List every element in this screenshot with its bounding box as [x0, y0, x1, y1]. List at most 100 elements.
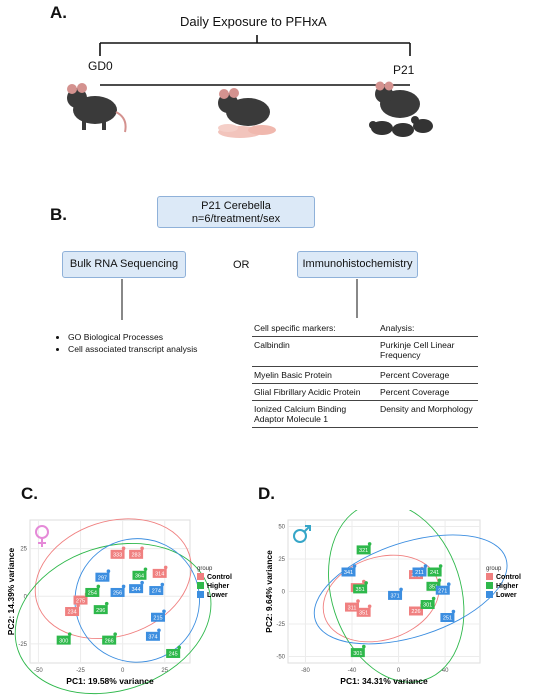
- point-label-box: [73, 595, 88, 605]
- data-point: [106, 569, 111, 573]
- point-label: 321: [359, 548, 368, 554]
- data-point: [431, 596, 436, 601]
- data-point: [143, 567, 148, 572]
- point-label: 301: [353, 651, 362, 657]
- point-label-box: [356, 607, 371, 617]
- ihc-box: Immunohistochemistry: [297, 251, 418, 278]
- point-label: 211: [415, 570, 424, 576]
- marker-table: Cell specific markers: Analysis: Calbind…: [252, 320, 478, 428]
- x-tick-label: 0: [397, 668, 401, 674]
- legend-swatch-lower: [486, 591, 493, 598]
- point-label-box: [341, 567, 356, 577]
- data-point: [76, 603, 80, 608]
- timeline-start-label: GD0: [88, 59, 113, 73]
- data-point: [399, 587, 403, 592]
- point-label: 314: [155, 572, 164, 578]
- point-label: 234: [68, 610, 77, 616]
- data-point: [163, 565, 168, 570]
- data-point: [356, 599, 360, 603]
- point-label: 301: [423, 603, 432, 609]
- point-label-box: [412, 567, 427, 577]
- point-label: 364: [135, 573, 144, 579]
- point-label-box: [145, 631, 160, 641]
- point-label-box: [93, 605, 108, 615]
- group-ellipse-lower: [74, 538, 200, 663]
- data-point: [104, 601, 109, 606]
- point-label: 351: [359, 611, 368, 617]
- marker-cell: Ionized Calcium Binding Adaptor Molecule…: [252, 400, 378, 428]
- marker-cell: Calbindin: [252, 336, 378, 367]
- x-axis-label: PC1: 34.31% variance: [340, 676, 428, 686]
- point-label: 254: [88, 591, 97, 597]
- y-tick-label: 25: [278, 557, 285, 563]
- point-label-box: [129, 584, 144, 594]
- mouse-illustration-nursing: [218, 88, 276, 138]
- point-label: 251: [443, 616, 452, 622]
- point-label: 333: [113, 553, 122, 559]
- timeline-end-label: P21: [393, 63, 415, 77]
- point-label: 266: [105, 638, 114, 644]
- data-point: [67, 632, 72, 636]
- panel-a-title: Daily Exposure to PFHxA: [180, 14, 327, 29]
- point-label-box: [350, 648, 365, 658]
- point-label: 296: [96, 608, 105, 614]
- data-point: [96, 584, 101, 589]
- point-label: 256: [113, 591, 122, 597]
- group-ellipse-higher: [328, 510, 465, 683]
- x-tick-label: -80: [301, 668, 310, 674]
- legend-label-control: Control: [207, 574, 232, 581]
- point-label-box: [152, 568, 167, 578]
- x-axis-label: PC1: 19.58% variance: [66, 676, 154, 686]
- point-label-box: [149, 586, 164, 596]
- group-ellipse-control: [34, 518, 192, 640]
- point-label: 215: [153, 615, 162, 621]
- point-label-box: [132, 570, 147, 580]
- data-point: [160, 582, 165, 587]
- x-tick-label: -25: [76, 668, 85, 674]
- or-label: OR: [233, 259, 250, 271]
- analysis-header: Analysis:: [380, 323, 415, 333]
- data-point: [367, 542, 372, 546]
- legend-title: group: [197, 566, 213, 572]
- point-label-box: [420, 600, 435, 609]
- point-label-box: [65, 607, 80, 617]
- point-label-box: [110, 587, 125, 597]
- data-point: [362, 644, 366, 649]
- point-label: 271: [438, 588, 447, 594]
- legend-swatch-control: [197, 573, 204, 580]
- group-ellipse-higher: [14, 542, 212, 695]
- legend-label-lower: Lower: [207, 592, 228, 599]
- y-tick-label: 25: [20, 547, 27, 553]
- point-label-box: [102, 635, 117, 645]
- data-point: [121, 584, 126, 589]
- point-label-box: [409, 606, 423, 616]
- point-label-box: [95, 572, 110, 582]
- panel-a-letter: A.: [50, 3, 67, 22]
- x-tick-label: 40: [442, 668, 449, 674]
- x-tick-label: -50: [34, 668, 43, 674]
- male-symbol-arrow: [305, 525, 311, 531]
- bulk-rna-box: Bulk RNA Sequencing: [62, 251, 186, 278]
- analysis-cell: Percent Coverage: [378, 383, 478, 401]
- data-point: [162, 609, 166, 614]
- y-tick-label: -25: [276, 622, 285, 628]
- y-tick-label: 0: [282, 590, 286, 596]
- legend-label-lower: Lower: [496, 592, 517, 599]
- marker-cell: Myelin Basic Protein: [252, 366, 378, 384]
- pca-chart-male: -80-40040-50-250255027325731135122632135…: [264, 510, 521, 686]
- point-label-box: [151, 612, 165, 622]
- y-axis-label: PC2: 14.39% variance: [6, 548, 16, 636]
- point-label: 283: [132, 553, 141, 559]
- bulk-rna-label: Bulk RNA Sequencing: [69, 258, 179, 270]
- point-label-box: [345, 602, 359, 612]
- y-tick-label: 50: [278, 525, 285, 531]
- mouse-illustration-p21: [369, 81, 433, 137]
- y-tick-label: 0: [24, 594, 28, 600]
- analysis-cell: Density and Morphology: [378, 400, 478, 428]
- data-point: [352, 564, 357, 568]
- point-label-box: [85, 587, 100, 597]
- panel-b-letter: B.: [50, 205, 67, 224]
- point-label: 275: [76, 598, 85, 604]
- legend-label-higher: Higher: [207, 583, 229, 590]
